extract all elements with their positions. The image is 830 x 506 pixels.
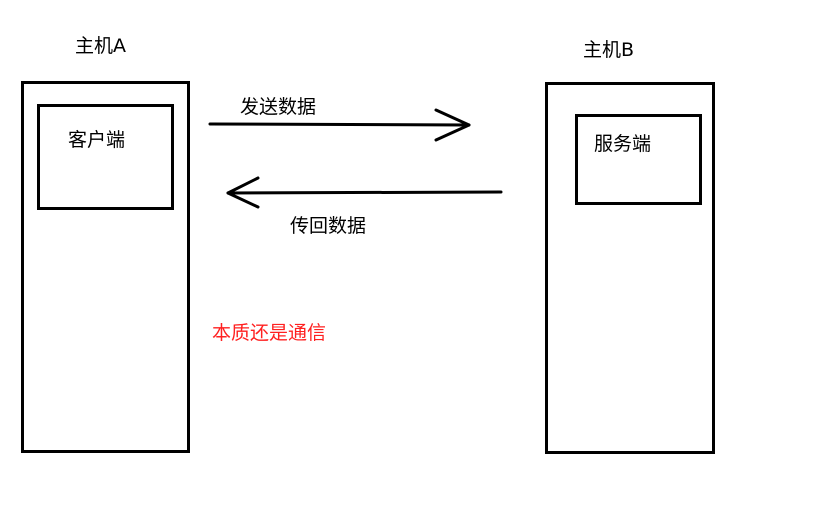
host-b-box <box>545 82 715 454</box>
send-data-label: 发送数据 <box>240 96 317 118</box>
host-b-label: 主机B <box>583 39 635 61</box>
return-arrow <box>226 176 503 209</box>
server-box <box>575 114 702 205</box>
client-label: 客户端 <box>68 129 126 151</box>
send-arrow <box>208 108 471 142</box>
server-label: 服务端 <box>594 133 652 155</box>
return-data-label: 传回数据 <box>290 215 367 237</box>
host-a-label: 主机A <box>75 35 126 57</box>
note-text: 本质还是通信 <box>212 322 327 344</box>
client-box <box>37 104 174 210</box>
host-a-box <box>21 81 190 453</box>
